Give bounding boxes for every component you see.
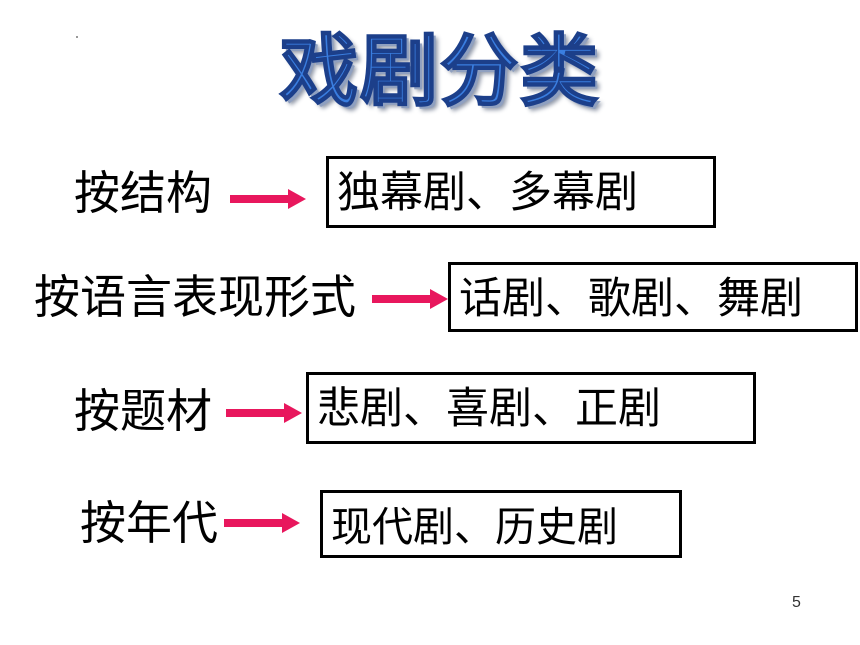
category-label: 按语言表现形式 [34, 270, 356, 324]
arrow-right-icon [372, 289, 448, 309]
slide-title: 戏剧分类 [279, 26, 600, 118]
page-number: 5 [792, 594, 801, 611]
category-values: 悲剧、喜剧、正剧 [317, 384, 661, 434]
category-values: 话剧、歌剧、舞剧 [459, 274, 803, 324]
category-values-box: 独幕剧、多幕剧 [326, 156, 716, 228]
arrow-right-icon [230, 189, 306, 209]
arrow-right-icon [226, 403, 302, 423]
category-values-box: 话剧、歌剧、舞剧 [448, 262, 858, 332]
category-values: 独幕剧、多幕剧 [337, 168, 638, 218]
category-values-box: 悲剧、喜剧、正剧 [306, 372, 756, 444]
arrow-right-icon [224, 513, 300, 533]
category-values: 现代剧、历史剧 [331, 503, 618, 551]
category-label: 按结构 [74, 166, 212, 220]
category-label: 按题材 [74, 384, 212, 438]
category-values-box: 现代剧、历史剧 [320, 490, 682, 558]
category-label: 按年代 [80, 496, 218, 550]
decorative-dot [76, 36, 78, 38]
